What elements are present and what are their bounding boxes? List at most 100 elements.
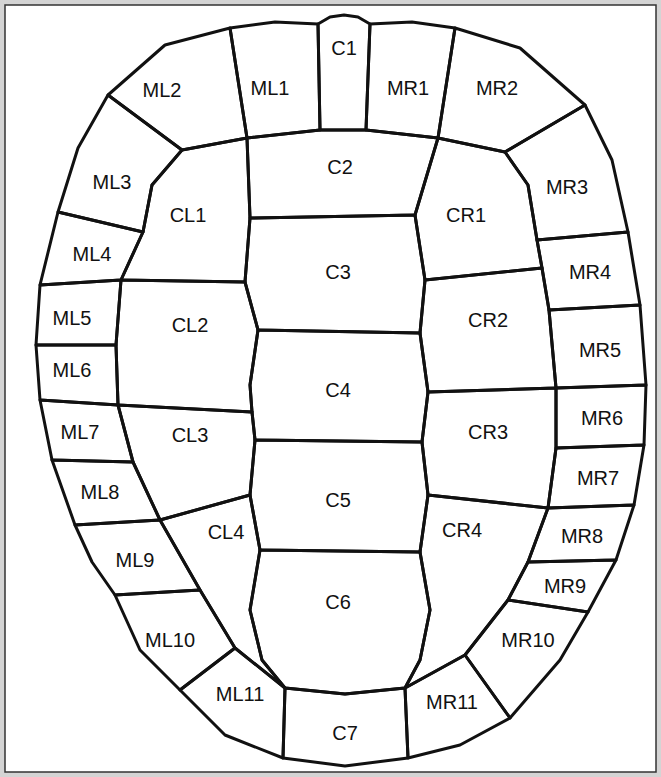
scute: C4: [247, 327, 431, 445]
scute-border: [250, 330, 428, 442]
scute-label: C2: [327, 157, 353, 177]
scute-label: C1: [331, 38, 357, 58]
scute: MR9: [505, 557, 619, 615]
scute: C2: [244, 127, 441, 221]
scute-label: MR5: [579, 340, 621, 360]
scute: C3: [242, 212, 428, 336]
scute-outline: [113, 277, 261, 415]
scute-border: [36, 345, 118, 405]
scute: CL1: [118, 135, 253, 285]
scute-outline: [419, 385, 559, 511]
frame-ground: [5, 5, 656, 772]
scute-label: ML8: [81, 482, 120, 502]
scute: CR3: [419, 385, 559, 511]
scute: ML3: [55, 92, 185, 235]
scute-label: ML1: [251, 78, 290, 98]
scute-label: MR11: [426, 692, 478, 712]
scute-border: [245, 215, 425, 333]
scute: ML11: [177, 645, 288, 761]
scute-label: C5: [325, 490, 351, 510]
scute: MR7: [545, 442, 647, 511]
scute-border: [108, 28, 247, 150]
scute-border: [415, 138, 542, 280]
scute: MR6: [553, 382, 649, 451]
scute: ML8: [49, 457, 163, 528]
scute-label: CR1: [446, 205, 486, 225]
scute-border: [250, 440, 428, 552]
scute-label: ML4: [73, 244, 112, 264]
scute-border: [250, 550, 430, 694]
scute: C1: [315, 12, 373, 133]
scute-outline: [417, 265, 559, 395]
scute-border: [118, 405, 255, 520]
scute-label: CL3: [172, 425, 209, 445]
scute: MR5: [546, 302, 649, 391]
scute-border: [58, 95, 182, 232]
scute: ML7: [37, 397, 136, 465]
scute-label: C4: [325, 380, 351, 400]
scute-label: CL4: [208, 522, 245, 542]
scute: ML2: [105, 25, 250, 153]
scute: ML4: [37, 209, 146, 288]
scute-border: [465, 600, 588, 718]
scute-outline: [115, 402, 258, 523]
scute-border: [247, 130, 438, 218]
scute-outline: [502, 102, 631, 243]
scute: C5: [247, 437, 431, 555]
scute: ML9: [72, 517, 203, 598]
scute-label: ML5: [53, 308, 92, 328]
scute-border: [115, 590, 235, 690]
scute: MR2: [435, 25, 588, 155]
scute: CL2: [113, 277, 261, 415]
scute-label: C6: [325, 592, 351, 612]
scute-label: ML11: [216, 684, 265, 704]
scute: ML10: [112, 587, 238, 693]
scute-label: MR4: [569, 262, 611, 282]
scute: CR2: [417, 265, 559, 395]
scute: C7: [280, 685, 411, 769]
scute-label: MR9: [544, 576, 586, 596]
scute: MR1: [363, 19, 458, 141]
scute-border: [180, 648, 285, 758]
scute-label: ML6: [53, 360, 92, 380]
scute-border: [548, 445, 644, 508]
scute-label: MR3: [546, 177, 588, 197]
scute-label: CR4: [442, 520, 482, 540]
scute-border: [549, 305, 646, 388]
scute-label: MR1: [387, 78, 429, 98]
scute-label: MR2: [476, 78, 518, 98]
scute-label: CL2: [172, 315, 209, 335]
scute: ML6: [33, 342, 121, 408]
scute-label: CR2: [468, 310, 508, 330]
scute-border: [121, 138, 250, 282]
scute: MR3: [502, 102, 631, 243]
scute-label: MR7: [577, 468, 619, 488]
scute-label: ML10: [145, 630, 195, 650]
scute: MR11: [402, 652, 513, 761]
scute-label: MR10: [501, 630, 554, 650]
scute-border: [318, 15, 370, 130]
scute-border: [405, 495, 548, 688]
scute-border: [556, 385, 646, 448]
scute-border: [438, 28, 585, 152]
scute-label: MR6: [581, 408, 623, 428]
scute-border: [283, 688, 408, 766]
scute: MR8: [525, 502, 637, 565]
scute-label: C7: [332, 723, 358, 743]
scute-border: [36, 280, 121, 345]
scute-label: MR8: [561, 526, 603, 546]
scute-border: [40, 212, 143, 285]
scute-border: [422, 388, 556, 508]
scute-border: [405, 655, 510, 758]
scute-border: [537, 232, 640, 310]
scute-label: ML3: [93, 172, 132, 192]
scute-label: CR3: [468, 422, 508, 442]
scute-label: ML7: [61, 422, 100, 442]
scute: MR10: [462, 597, 591, 721]
scute-border: [52, 460, 160, 525]
scute-border: [116, 280, 258, 412]
scute-border: [40, 400, 133, 462]
scute-outline: [55, 92, 185, 235]
